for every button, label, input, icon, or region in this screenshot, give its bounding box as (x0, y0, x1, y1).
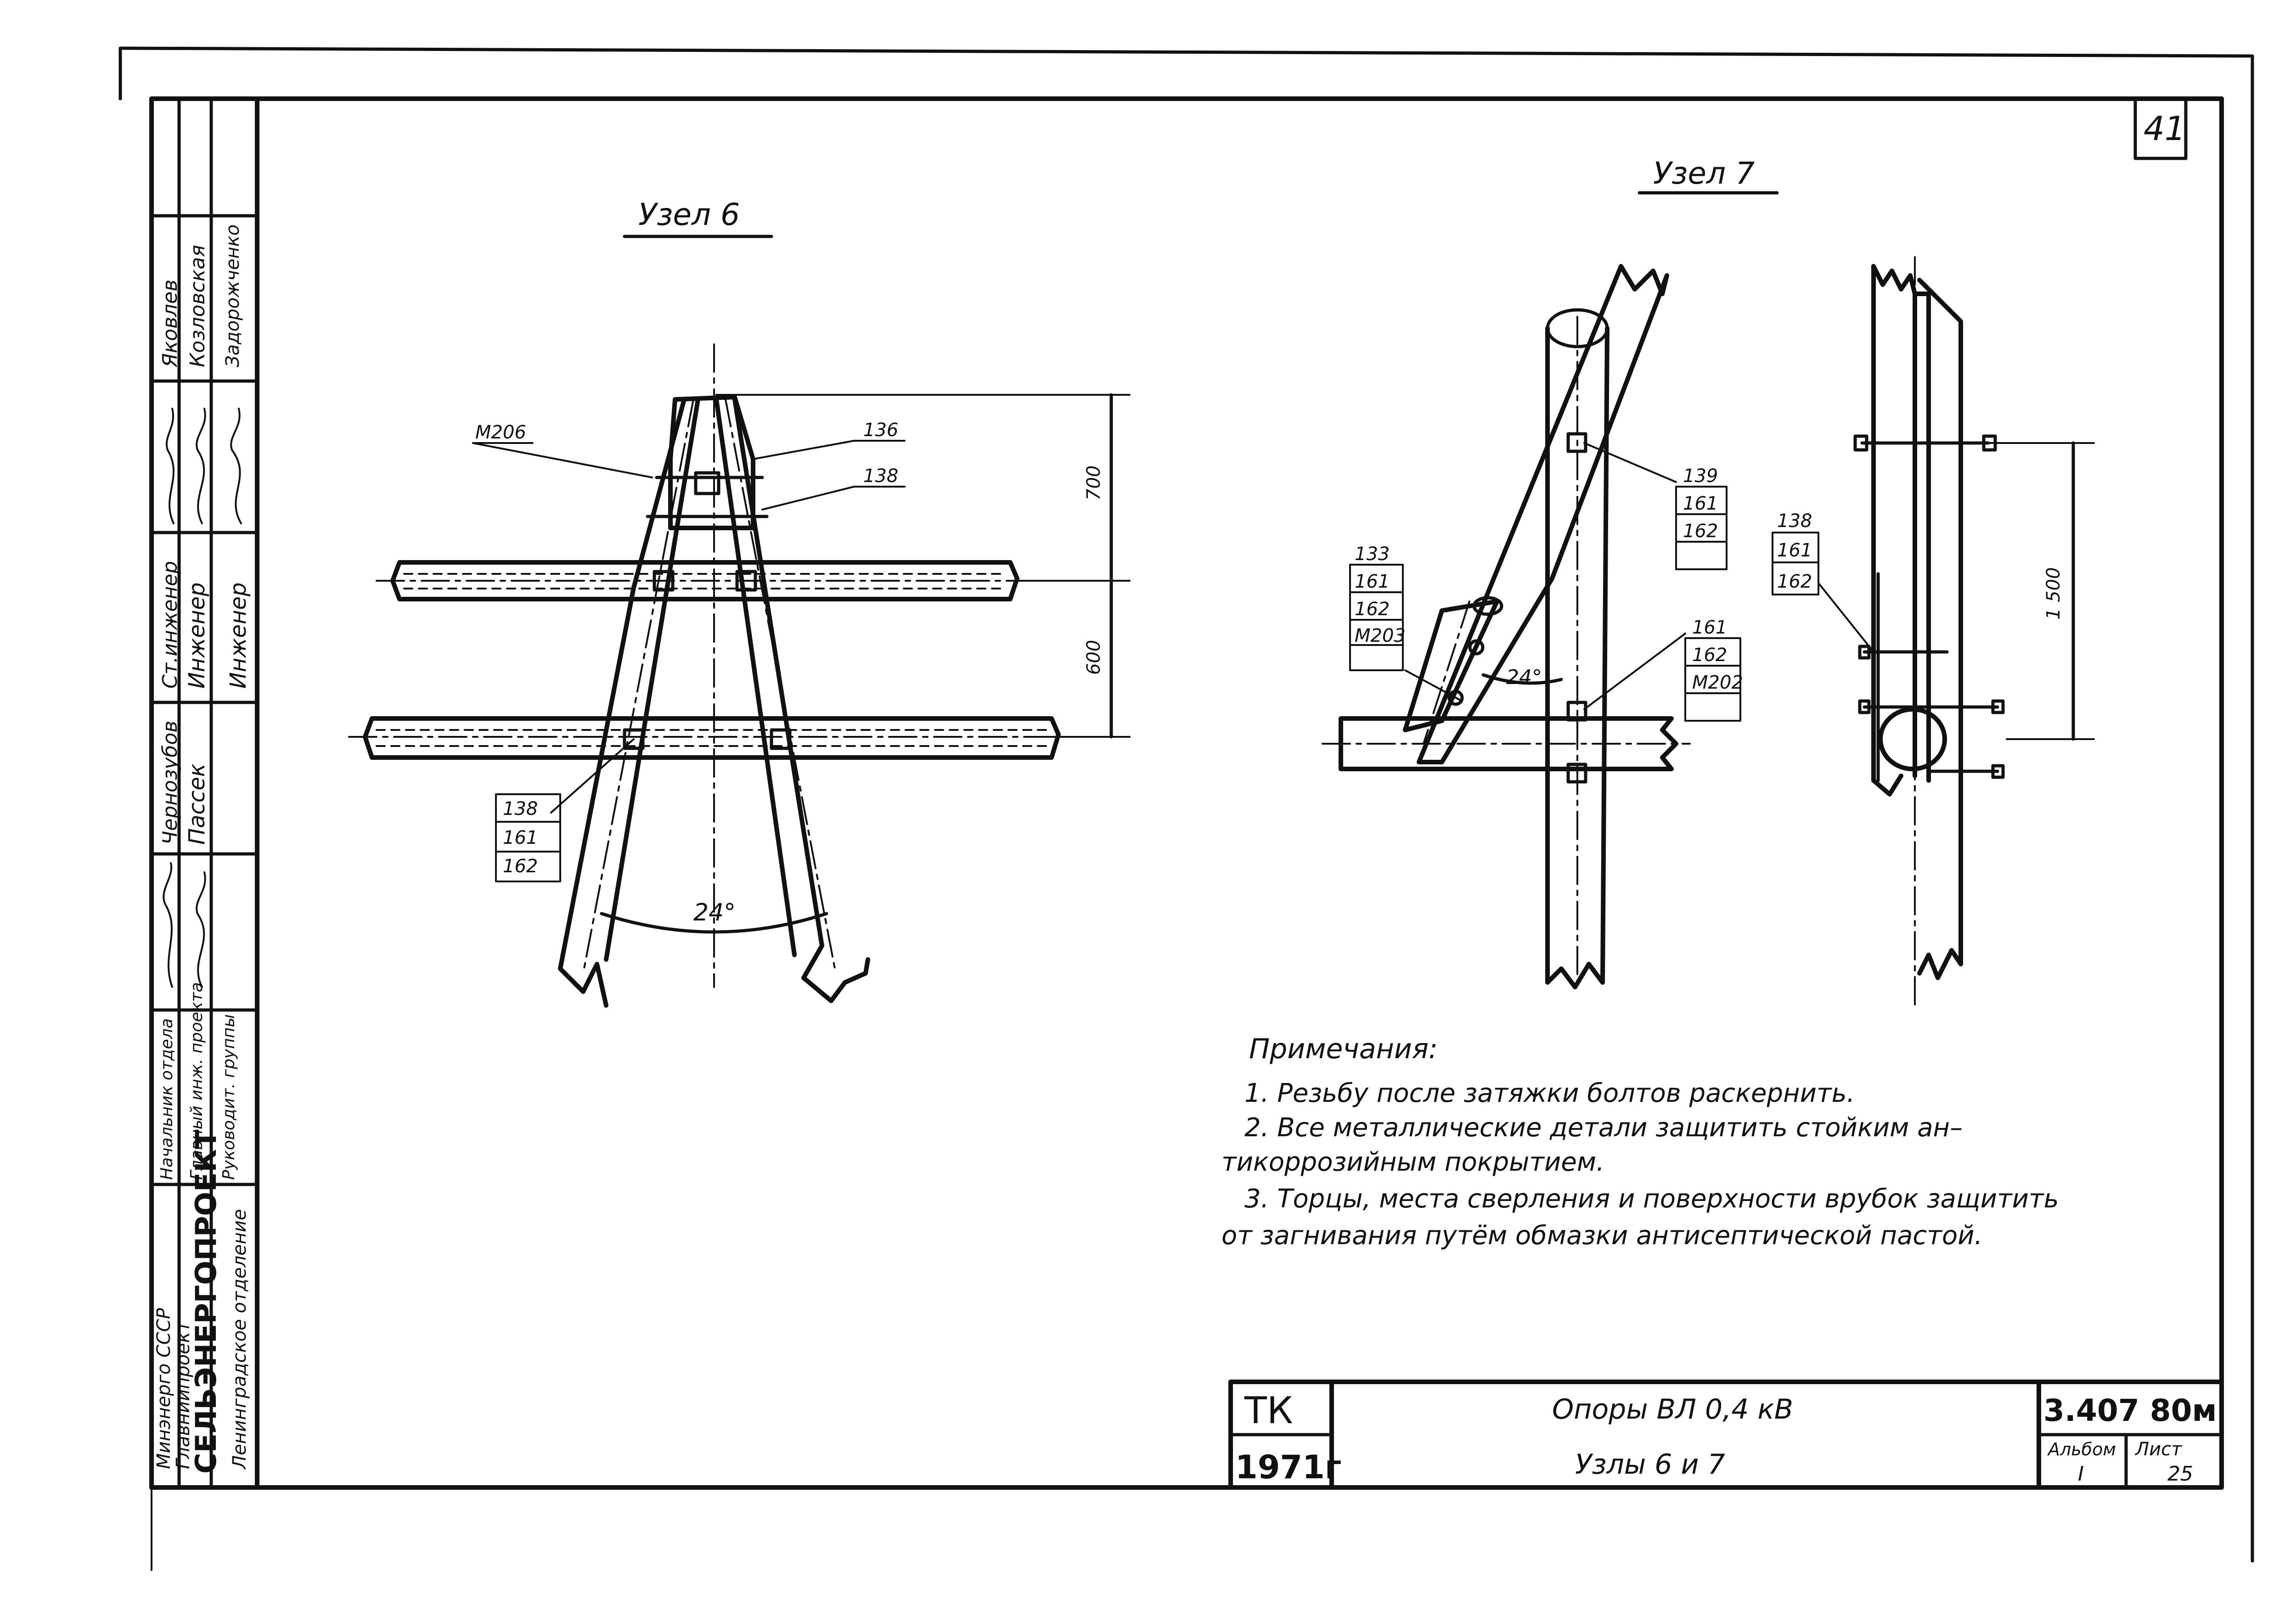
name-passek: Пассек (184, 763, 210, 845)
title-senior-engineer: Ст.инженер (158, 561, 182, 689)
signature-4 (196, 408, 206, 524)
node-6-callout-bottom-3: 162 (503, 856, 538, 877)
node-6-dim-700: 700 (1083, 466, 1104, 500)
node-7-callout-side-1: 138 (1777, 511, 1812, 532)
name-yakovlev: Яковлев (158, 280, 182, 368)
title-code-left: ТК (1244, 1389, 1293, 1432)
role-head-of-dept: Начальник отдела (158, 1018, 176, 1180)
node-7-callout-right-mid-2: 162 (1692, 645, 1727, 666)
title-line-2: Узлы 6 и 7 (1575, 1448, 1725, 1481)
node-7-callout-right-top-3: 162 (1683, 521, 1718, 542)
title-engineer-1: Инженер (184, 583, 210, 689)
name-chernozubov: Чернозубов (158, 721, 182, 845)
node-6-callout-138: 138 (863, 466, 898, 487)
title-album-label: Альбом (2047, 1439, 2116, 1459)
node-7-callout-right-top-1: 139 (1683, 466, 1718, 487)
signature-1 (163, 862, 173, 988)
node-6-callout-136: 136 (863, 420, 898, 441)
node-6-callout-m206: М206 (475, 422, 526, 443)
sheet-number: 41 (2144, 109, 2186, 148)
side-stamp: Минэнерго СССР Главниипроект СЕЛЬЭНЕРГОП… (150, 97, 259, 1489)
notes-heading: Примечания: (1249, 1033, 1438, 1065)
title-doc-code: 3.407 80м (2043, 1393, 2217, 1428)
node-7-callout-left-3: 162 (1355, 599, 1390, 620)
node-7-dim-1500: 1 500 (2043, 567, 2064, 620)
title-album-value: I (2078, 1462, 2084, 1486)
notes-block: Примечания: 1. Резьбу после затяжки болт… (1221, 1033, 2059, 1251)
name-kozlovskaya: Козловская (186, 245, 209, 367)
note-line-1: 1. Резьбу после затяжки болтов раскернит… (1244, 1078, 1855, 1108)
org-institute: Главниипроект (173, 1320, 194, 1469)
node-6-angle: 24° (693, 899, 736, 926)
title-year: 1971г (1235, 1448, 1341, 1486)
sheet-number-box: 41 (2133, 97, 2188, 160)
title-line-1: Опоры ВЛ 0,4 кВ (1552, 1393, 1793, 1425)
title-sheet-label: Лист (2134, 1439, 2183, 1460)
node-7-callout-side-2: 161 (1777, 540, 1812, 561)
node-7-title: Узел 7 (1653, 156, 1755, 191)
node-6-callout-bottom-1: 138 (503, 798, 538, 819)
org-ministry: Минэнерго СССР (153, 1307, 174, 1469)
node-7-callout-left-2: 161 (1355, 571, 1390, 592)
node-7-angle: 24° (1506, 666, 1542, 689)
name-zadorozhchenko: Задорожченко (222, 224, 243, 367)
signature-3 (166, 408, 174, 524)
node-6-title: Узел 6 (638, 197, 740, 232)
node-7-callout-right-mid-1: 161 (1692, 617, 1727, 638)
title-sheet-value: 25 (2167, 1462, 2193, 1486)
node-7-callout-side-3: 162 (1777, 571, 1812, 592)
title-block: ТК 1971г Опоры ВЛ 0,4 кВ Узлы 6 и 7 3.40… (1228, 1380, 2224, 1490)
node-6-dim-600: 600 (1083, 640, 1104, 675)
role-group-leader: Руководит. группы (219, 1014, 238, 1180)
note-line-4: 3. Торцы, места сверления и поверхности … (1244, 1184, 2059, 1214)
org-name: СЕЛЬЭНЕРГОПРОЕКТ (189, 1130, 223, 1474)
note-line-2: 2. Все металлические детали защитить сто… (1244, 1113, 1963, 1143)
note-line-5: от загнивания путём обмазки антисептичес… (1221, 1221, 1982, 1251)
note-line-3: тикоррозийным покрытием. (1221, 1147, 1604, 1177)
signature-2 (196, 871, 206, 988)
signature-5 (230, 408, 242, 524)
org-branch: Ленинградское отделение (229, 1209, 250, 1470)
node-7-callout-left-1: 133 (1355, 544, 1390, 565)
node-7-callout-right-top-2: 161 (1683, 493, 1718, 514)
node-7-callout-left-4: М203 (1355, 625, 1406, 646)
node-7-callout-right-mid-3: М202 (1692, 672, 1743, 693)
node-6-drawing: Узел 6 700 (348, 197, 1131, 1008)
role-chief-engineer: Главный инж. проекта (187, 982, 206, 1180)
node-7-side-drawing: 1 500 138 161 162 (1772, 256, 2095, 1006)
title-engineer-2: Инженер (225, 583, 251, 689)
sheet-frame (118, 46, 2254, 1571)
node-7-drawing: Узел 7 24° 133 161 162 М203 (1322, 156, 1779, 989)
node-6-callout-bottom-2: 161 (503, 827, 538, 848)
